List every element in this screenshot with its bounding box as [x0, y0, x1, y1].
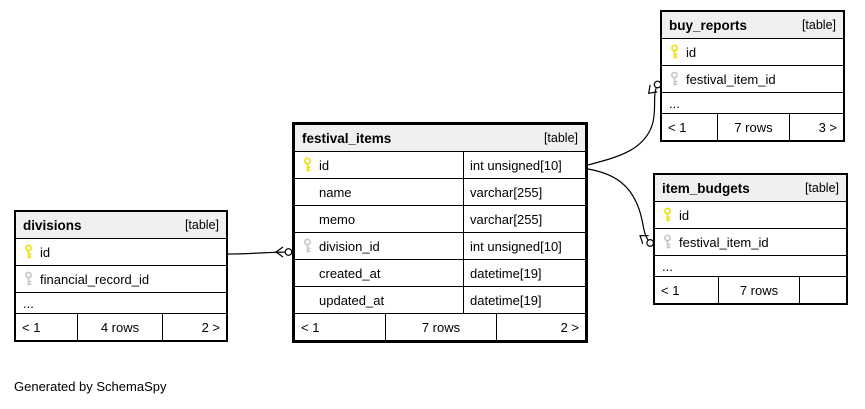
column-row: festival_item_id	[655, 229, 846, 256]
column-type: datetime[19]	[463, 287, 585, 313]
row-count: 7 rows	[717, 114, 790, 140]
parent-count: < 1	[668, 119, 687, 135]
edge-festival-items-to-buy-reports	[587, 80, 662, 166]
table-header[interactable]: item_budgets [table]	[655, 175, 846, 202]
table-footer: < 1 7 rows	[655, 277, 846, 303]
column-row: updated_at datetime[19]	[295, 287, 585, 314]
edge-festival-items-to-item-budgets	[587, 168, 655, 247]
columns-truncated-row: ...	[655, 256, 846, 277]
column-row: id	[655, 202, 846, 229]
foreign-key-icon	[662, 234, 679, 250]
column-name: memo	[319, 211, 356, 227]
column-row: created_at datetime[19]	[295, 260, 585, 287]
column-name: id	[686, 44, 697, 60]
table-footer: < 1 4 rows 2 >	[16, 314, 226, 340]
column-name: name	[319, 184, 352, 200]
generated-by-note: Generated by SchemaSpy	[14, 379, 167, 394]
primary-key-icon	[302, 157, 319, 173]
column-name: id	[40, 244, 51, 260]
column-name: id	[319, 157, 330, 173]
table-type-tag: [table]	[804, 181, 839, 195]
ellipsis-text: ...	[662, 258, 673, 274]
column-type: datetime[19]	[463, 260, 585, 286]
table-name[interactable]: buy_reports	[669, 17, 748, 33]
column-name: festival_item_id	[686, 71, 776, 87]
table-name[interactable]: divisions	[23, 217, 82, 233]
column-type: int unsigned[10]	[463, 152, 585, 178]
child-count: 3 >	[818, 119, 837, 135]
column-row: name varchar[255]	[295, 179, 585, 206]
column-type: varchar[255]	[463, 179, 585, 205]
columns-truncated-row: ...	[662, 93, 843, 114]
child-count: 2 >	[201, 319, 220, 335]
column-name: updated_at	[319, 292, 385, 308]
table-node-festival-items[interactable]: festival_items [table] id int unsigned[1…	[292, 122, 588, 343]
column-name: financial_record_id	[40, 271, 150, 287]
table-header[interactable]: buy_reports [table]	[662, 12, 843, 39]
columns-truncated-row: ...	[16, 293, 226, 314]
column-row: id	[662, 39, 843, 66]
table-node-item-budgets[interactable]: item_budgets [table] id festival_item_id…	[653, 173, 848, 305]
child-count: 2 >	[560, 319, 579, 335]
foreign-key-icon	[669, 71, 686, 87]
table-type-tag: [table]	[801, 18, 836, 32]
foreign-key-icon	[23, 271, 40, 287]
primary-key-icon	[669, 44, 686, 60]
parent-count: < 1	[22, 319, 41, 335]
ellipsis-text: ...	[669, 95, 680, 111]
table-header[interactable]: festival_items [table]	[295, 125, 585, 152]
child-count	[800, 277, 846, 303]
table-node-divisions[interactable]: divisions [table] id financial_record_id…	[14, 210, 228, 342]
column-name: festival_item_id	[679, 234, 769, 250]
row-count: 7 rows	[718, 277, 800, 303]
parent-count: < 1	[301, 319, 320, 335]
column-name: division_id	[319, 238, 380, 254]
table-type-tag: [table]	[184, 218, 219, 232]
column-type: int unsigned[10]	[463, 233, 585, 259]
table-header[interactable]: divisions [table]	[16, 212, 226, 239]
table-footer: < 1 7 rows 2 >	[295, 314, 585, 340]
column-row: id int unsigned[10]	[295, 152, 585, 179]
column-row: memo varchar[255]	[295, 206, 585, 233]
row-count: 7 rows	[385, 314, 497, 340]
table-node-buy-reports[interactable]: buy_reports [table] id festival_item_id …	[660, 10, 845, 142]
parent-count: < 1	[661, 282, 680, 298]
edge-divisions-to-festival-items	[227, 246, 293, 258]
foreign-key-icon	[302, 238, 319, 254]
table-name[interactable]: item_budgets	[662, 180, 750, 196]
table-footer: < 1 7 rows 3 >	[662, 114, 843, 140]
column-row: financial_record_id	[16, 266, 226, 293]
primary-key-icon	[662, 207, 679, 223]
ellipsis-text: ...	[23, 295, 34, 311]
table-type-tag: [table]	[543, 131, 578, 145]
table-name[interactable]: festival_items	[302, 130, 392, 146]
column-type: varchar[255]	[463, 206, 585, 232]
row-count: 4 rows	[77, 314, 163, 340]
column-name: created_at	[319, 265, 381, 281]
primary-key-icon	[23, 244, 40, 260]
column-row: festival_item_id	[662, 66, 843, 93]
column-name: id	[679, 207, 690, 223]
column-row: division_id int unsigned[10]	[295, 233, 585, 260]
column-row: id	[16, 239, 226, 266]
